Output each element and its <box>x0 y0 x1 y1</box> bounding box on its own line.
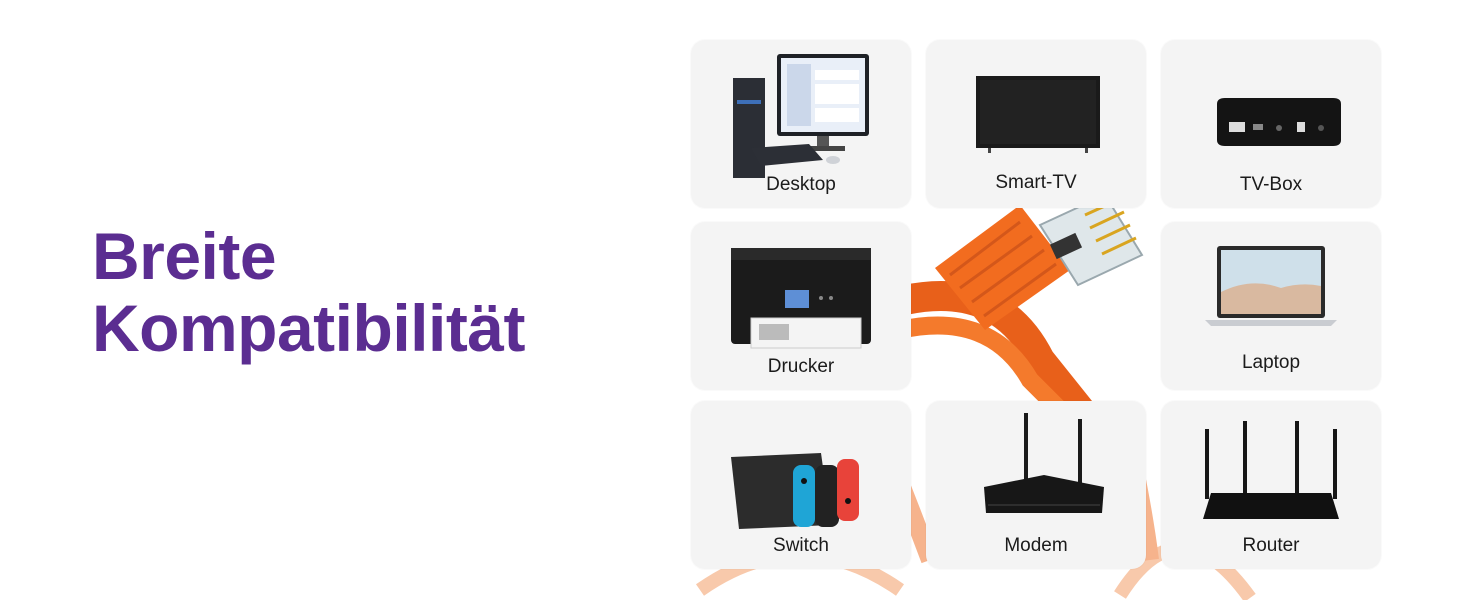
device-label-smart-tv: Smart-TV <box>995 172 1077 193</box>
device-label-tv-box: TV-Box <box>1239 174 1303 195</box>
device-label-laptop: Laptop <box>1241 352 1301 373</box>
device-card-smart-tv: Smart-TV <box>926 40 1146 208</box>
printer-icon <box>731 248 871 349</box>
laptop-icon <box>1205 246 1337 326</box>
device-label-router: Router <box>1242 535 1300 556</box>
modem-icon <box>984 413 1104 513</box>
device-card-switch: Switch <box>691 401 911 569</box>
game-console-icon <box>731 453 859 529</box>
desktop-computer-icon <box>733 54 869 178</box>
device-card-router: Router <box>1161 401 1381 569</box>
router-icon <box>1203 421 1339 519</box>
device-card-tv-box: TV-Box <box>1161 40 1381 208</box>
headline-line-1: Breite <box>92 219 277 293</box>
headline: Breite Kompatibilität <box>92 219 526 365</box>
device-label-switch: Switch <box>773 535 829 556</box>
device-card-drucker: Drucker <box>691 222 911 390</box>
tv-box-icon <box>1217 98 1341 146</box>
smart-tv-icon <box>976 76 1100 153</box>
device-label-desktop: Desktop <box>766 174 836 195</box>
device-card-modem: Modem <box>926 401 1146 569</box>
device-label-modem: Modem <box>1004 535 1068 556</box>
device-card-laptop: Laptop <box>1161 222 1381 390</box>
device-card-desktop: Desktop <box>691 40 911 208</box>
headline-line-2: Kompatibilität <box>92 291 526 365</box>
device-label-drucker: Drucker <box>767 356 835 377</box>
